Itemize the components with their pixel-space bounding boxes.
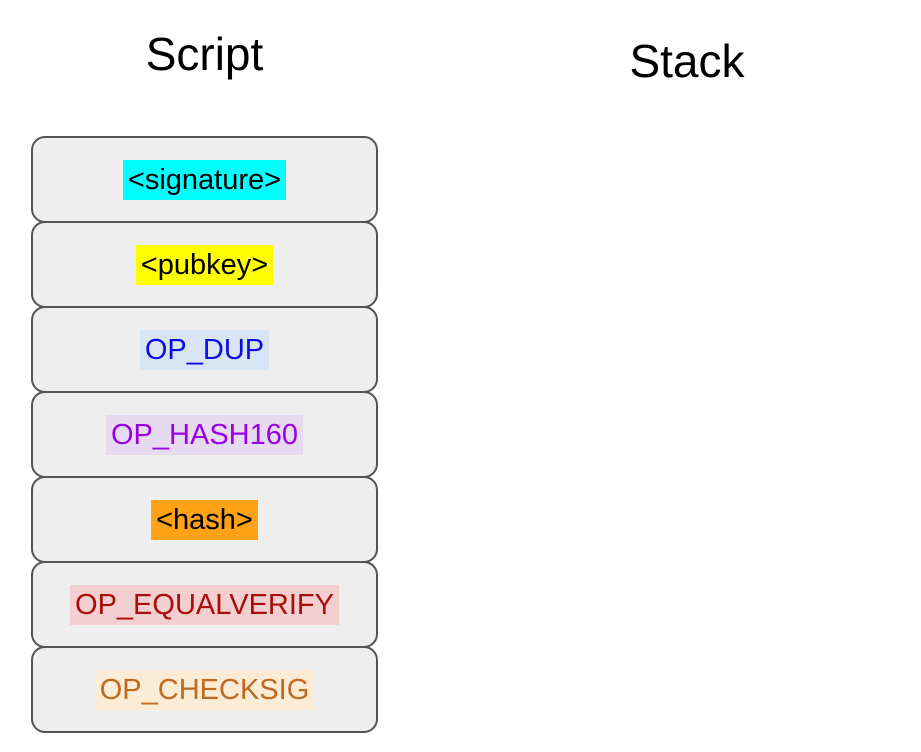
script-op-label: <pubkey> xyxy=(135,244,274,285)
script-row: <pubkey> xyxy=(31,221,378,308)
script-op-label: OP_HASH160 xyxy=(106,414,303,455)
script-op-label: <signature> xyxy=(122,159,287,200)
script-op-label: OP_CHECKSIG xyxy=(94,669,315,710)
script-op-label: OP_EQUALVERIFY xyxy=(70,584,339,625)
script-row: <signature> xyxy=(31,136,378,223)
script-box-list: <signature> <pubkey> OP_DUP OP_HASH160 <… xyxy=(31,136,378,733)
script-op-label: <hash> xyxy=(151,499,258,540)
script-row: OP_DUP xyxy=(31,306,378,393)
stack-empty-area xyxy=(512,136,862,731)
script-row: OP_CHECKSIG xyxy=(31,646,378,733)
script-row: OP_EQUALVERIFY xyxy=(31,561,378,648)
script-row: OP_HASH160 xyxy=(31,391,378,478)
stack-column-title: Stack xyxy=(629,35,745,87)
script-row: <hash> xyxy=(31,476,378,563)
script-op-label: OP_DUP xyxy=(139,329,270,370)
script-column-title: Script xyxy=(145,28,264,80)
